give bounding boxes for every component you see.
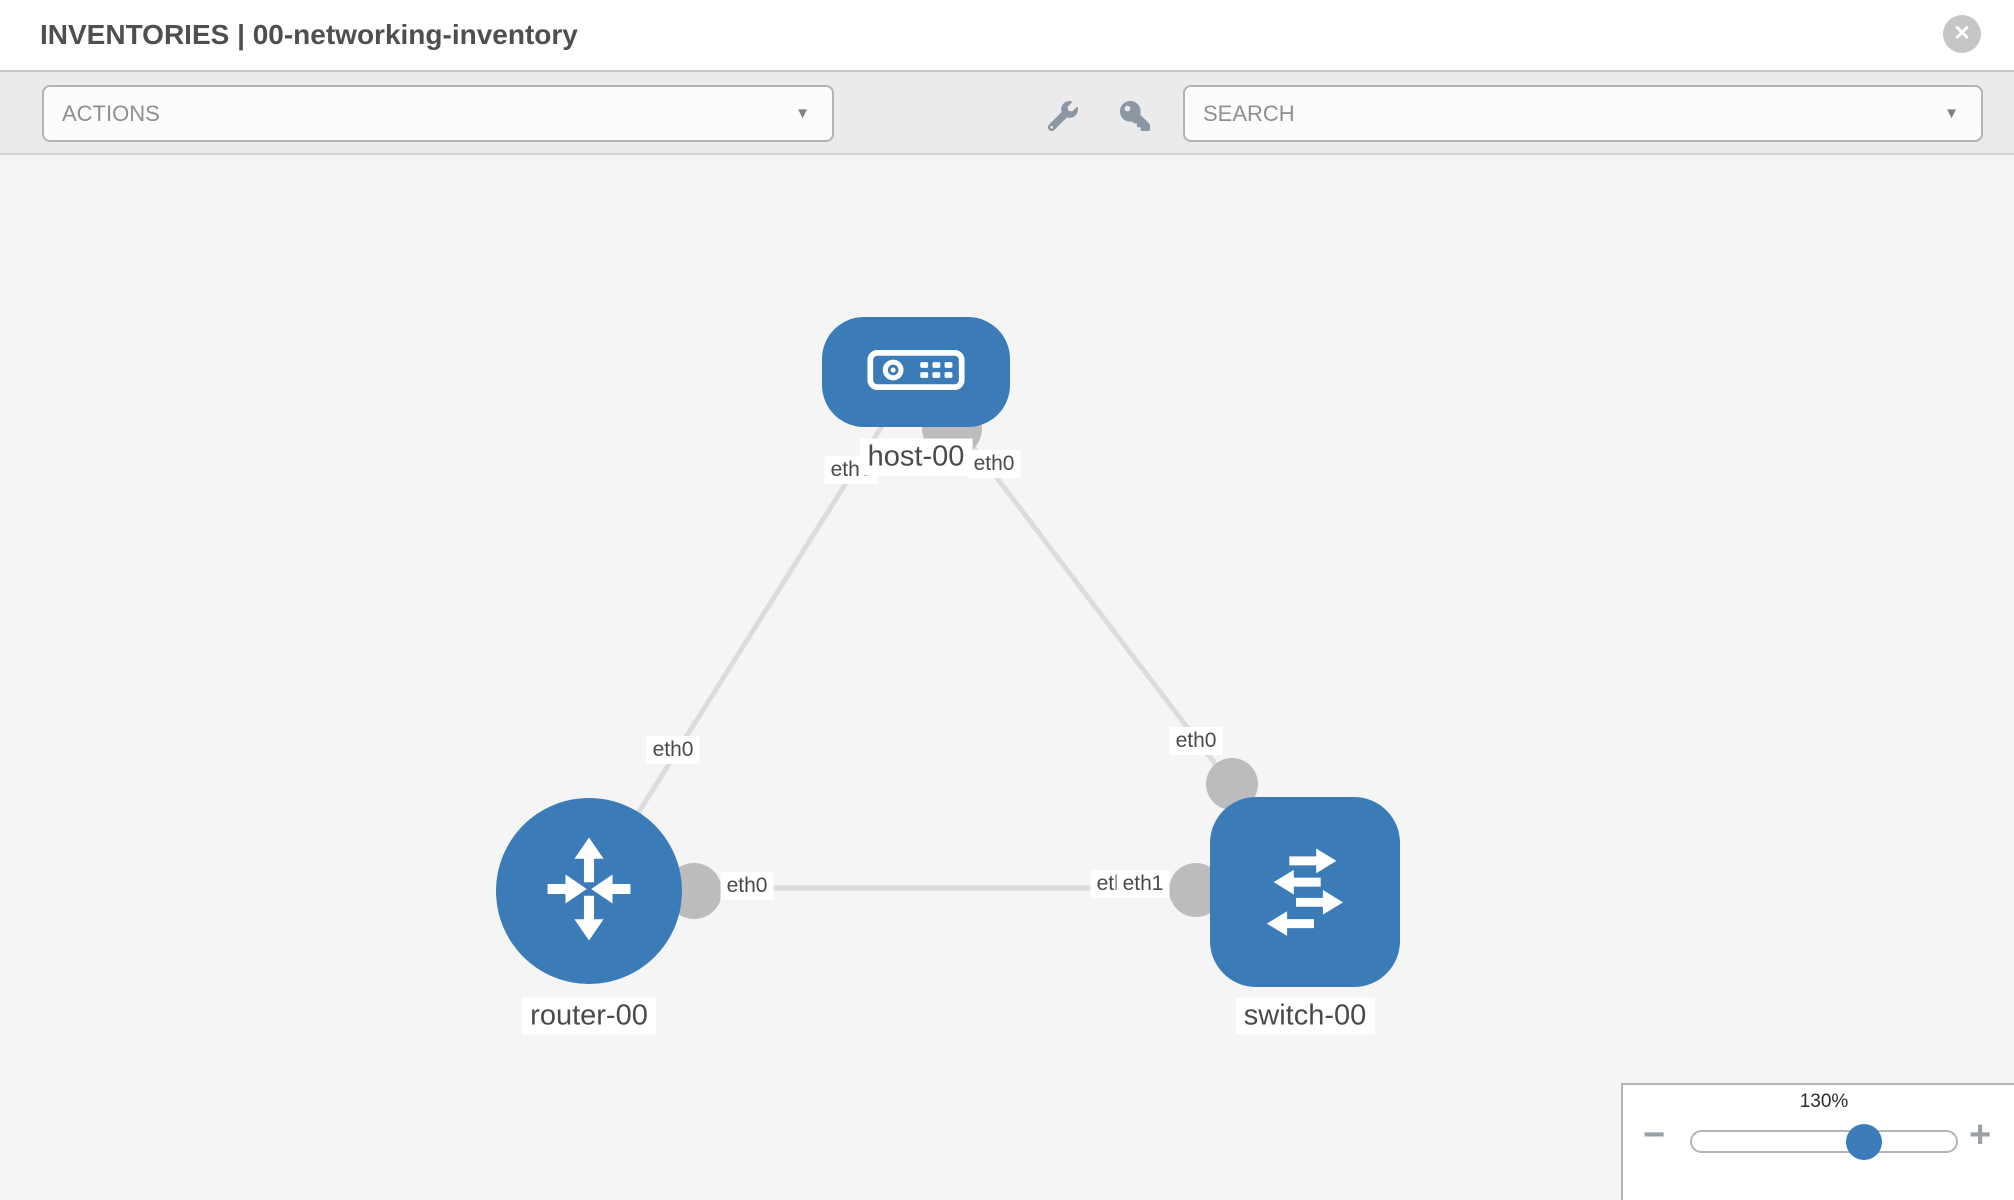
- actions-dropdown[interactable]: ACTIONS ▼: [42, 85, 834, 142]
- host-icon: [866, 347, 966, 398]
- wrench-icon[interactable]: [1048, 101, 1078, 131]
- actions-dropdown-label: ACTIONS: [62, 101, 160, 126]
- node-label-router: router-00: [522, 997, 656, 1035]
- chevron-down-icon: ▼: [1944, 105, 1959, 122]
- iface-label: eth0: [967, 450, 1021, 478]
- iface-label: eth0: [646, 736, 700, 764]
- zoom-out-button[interactable]: −: [1643, 1114, 1666, 1156]
- node-switch-00[interactable]: [1210, 797, 1400, 987]
- zoom-slider-thumb[interactable]: [1846, 1124, 1882, 1160]
- iface-label: eth0: [1169, 727, 1223, 755]
- switch-icon: [1249, 834, 1361, 951]
- router-icon: [533, 833, 645, 950]
- chevron-down-icon: ▼: [795, 105, 810, 122]
- node-label-host: host-00: [859, 438, 973, 476]
- iface-label: eth1: [1116, 870, 1170, 898]
- topology-canvas[interactable]: eth0 eth0 eth0 eth0 eth0 eth0 eth1 host-…: [0, 155, 2014, 1200]
- page-title: INVENTORIES | 00-networking-inventory: [40, 19, 578, 50]
- zoom-in-button[interactable]: +: [1969, 1114, 1992, 1156]
- close-icon[interactable]: ✕: [1943, 15, 1981, 53]
- iface-label: eth0: [720, 872, 774, 900]
- toolbar: ACTIONS ▼ SEARCH ▼: [0, 72, 2014, 155]
- zoom-slider-track[interactable]: [1690, 1124, 1958, 1160]
- links-layer: [586, 370, 1234, 893]
- node-label-switch: switch-00: [1235, 997, 1375, 1035]
- node-router-00[interactable]: [496, 798, 682, 984]
- zoom-control-panel: 130% − +: [1621, 1083, 2014, 1200]
- node-host-00[interactable]: [822, 317, 1010, 427]
- search-dropdown[interactable]: SEARCH ▼: [1183, 85, 1983, 142]
- search-dropdown-label: SEARCH: [1203, 101, 1295, 126]
- key-icon[interactable]: [1120, 101, 1150, 131]
- header-bar: INVENTORIES | 00-networking-inventory ✕: [0, 0, 2014, 72]
- zoom-level: 130%: [1799, 1091, 1849, 1112]
